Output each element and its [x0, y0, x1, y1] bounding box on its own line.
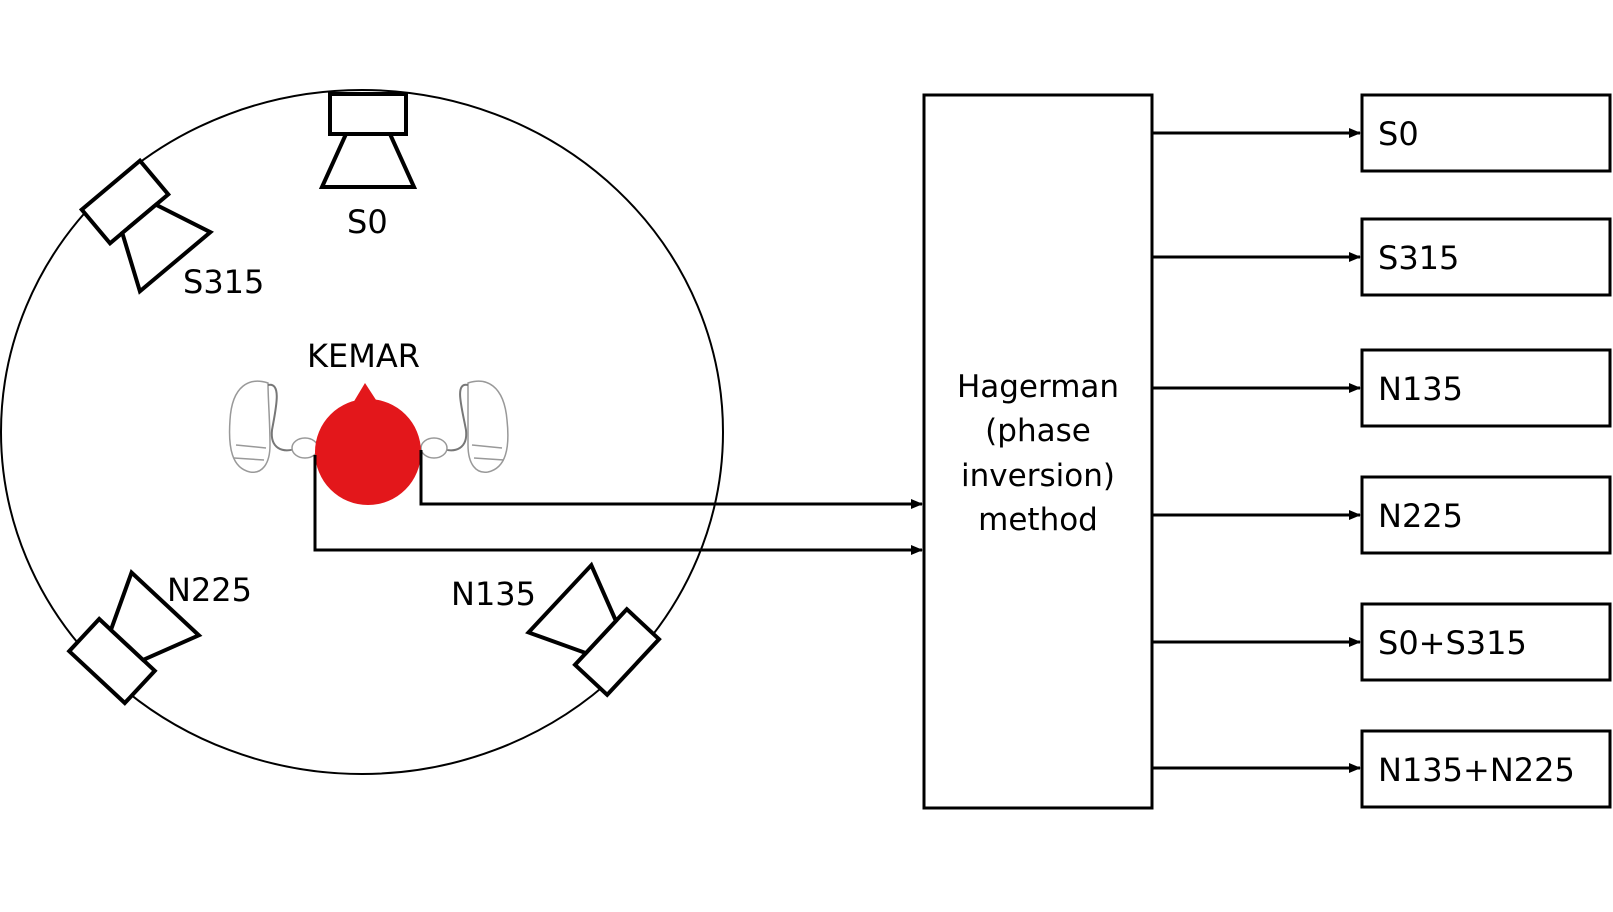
- hagerman-method-block: [922, 93, 1154, 810]
- output-box-label: S315: [1378, 239, 1459, 277]
- output-1: S0: [1152, 93, 1612, 173]
- speaker-s315: [78, 157, 214, 295]
- speaker-n225: [66, 569, 203, 706]
- output-box-label: N135+N225: [1378, 751, 1575, 789]
- method-line-3: inversion): [961, 458, 1115, 494]
- speaker-label-n135: N135: [451, 575, 536, 613]
- method-label: Hagerman (phase inversion) method: [957, 369, 1119, 538]
- hearing-aid-left-icon: [228, 380, 319, 473]
- speaker-n135: [525, 561, 662, 698]
- hearing-aid-right-icon: [420, 380, 509, 473]
- right-ear-signal-line: [419, 450, 923, 509]
- output-6: N135+N225: [1152, 729, 1612, 809]
- speaker-label-n225: N225: [167, 571, 252, 609]
- output-4: N225: [1152, 475, 1612, 555]
- kemar-label: KEMAR: [307, 337, 420, 375]
- output-box-label: N135: [1378, 370, 1463, 408]
- output-2: S315: [1152, 217, 1612, 297]
- output-3: N135: [1152, 348, 1612, 428]
- kemar-head: [315, 383, 421, 505]
- output-box-label: S0+S315: [1378, 624, 1527, 662]
- output-5: S0+S315: [1152, 602, 1612, 682]
- method-line-1: Hagerman: [957, 369, 1119, 405]
- method-line-4: method: [978, 502, 1098, 538]
- speaker-label-s315: S315: [183, 263, 264, 301]
- speaker-s0: [318, 92, 418, 189]
- left-ear-signal-line: [313, 455, 923, 555]
- output-box-label: N225: [1378, 497, 1463, 535]
- speaker-label-s0: S0: [347, 203, 388, 241]
- output-box-label: S0: [1378, 115, 1419, 153]
- room-circle: [0, 89, 724, 775]
- method-line-2: (phase: [985, 413, 1091, 449]
